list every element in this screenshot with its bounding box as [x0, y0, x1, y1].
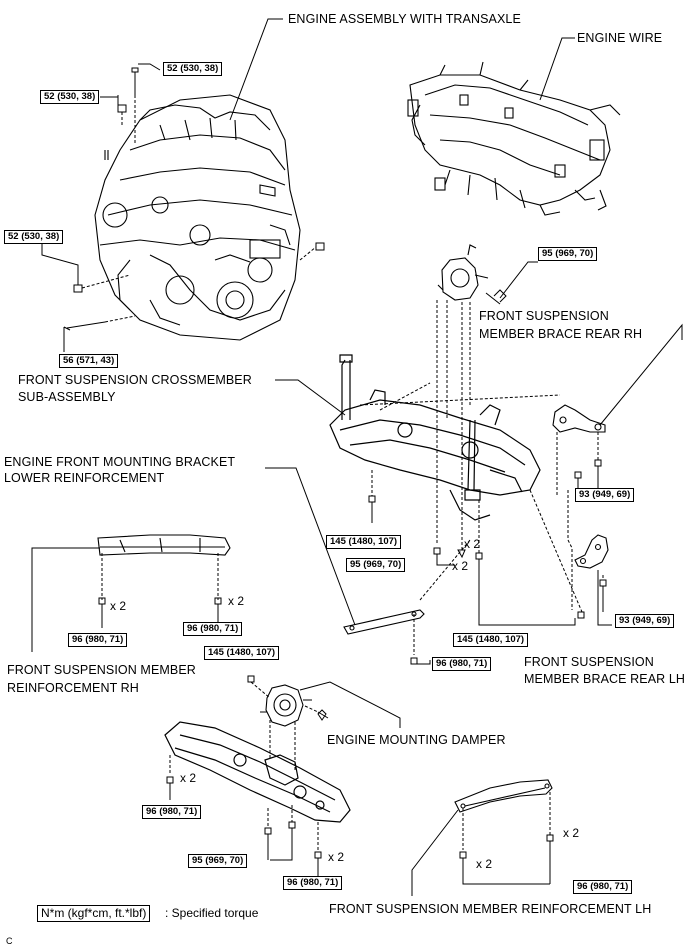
- brace-rear-lh-drawing: [574, 534, 609, 569]
- quantity-label: x 2: [476, 857, 493, 871]
- torque-label: 145 (1480, 107): [204, 646, 280, 660]
- torque-label: 93 (949, 69): [615, 614, 675, 628]
- quantity-label: x 2: [180, 771, 197, 785]
- torque-label: 96 (980, 71): [142, 805, 202, 819]
- engine-mount-upper: [437, 244, 489, 301]
- quantity-label: x 2: [228, 594, 245, 608]
- torque-label: 56 (571, 43): [59, 354, 119, 368]
- brace-rear-lh-label-line1: FRONT SUSPENSION: [524, 655, 654, 669]
- damper-label: ENGINE MOUNTING DAMPER: [327, 733, 506, 747]
- bracket-label-line1: ENGINE FRONT MOUNTING BRACKET: [4, 455, 236, 469]
- crossmember-drawing: [329, 354, 541, 521]
- torque-label: 93 (949, 69): [575, 488, 635, 502]
- reinforcement-rh-label-line2: REINFORCEMENT RH: [7, 681, 139, 695]
- torque-label: 95 (969, 70): [188, 854, 248, 868]
- bracket-lower-drawing: [343, 609, 425, 635]
- torque-label: 96 (980, 71): [68, 633, 128, 647]
- torque-label: 95 (969, 70): [346, 558, 406, 572]
- brace-rear-rh-drawing: [552, 404, 606, 433]
- lower-member-drawing: [164, 721, 351, 823]
- figure-code: C: [6, 936, 13, 946]
- quantity-label: x 2: [328, 850, 345, 864]
- torque-label: 52 (530, 38): [40, 90, 100, 104]
- damper-drawing: [260, 684, 312, 727]
- torque-label: 96 (980, 71): [573, 880, 633, 894]
- reinforcement-rh-drawing: [97, 534, 231, 556]
- legend-unit-box: N*m (kgf*cm, ft.*lbf): [37, 905, 151, 922]
- engine-wire-drawing: [407, 61, 621, 216]
- torque-label: 96 (980, 71): [432, 657, 492, 671]
- torque-label: 96 (980, 71): [283, 876, 343, 890]
- brace-rear-lh-label-line2: MEMBER BRACE REAR LH: [524, 672, 686, 686]
- engine-assembly-drawing: [94, 94, 301, 341]
- quantity-label: x 2: [563, 826, 580, 840]
- crossmember-label-line1: FRONT SUSPENSION CROSSMEMBER: [18, 373, 252, 387]
- brace-rear-rh-label-line1: FRONT SUSPENSION: [479, 309, 609, 323]
- torque-label: 145 (1480, 107): [453, 633, 529, 647]
- reinforcement-lh-label: FRONT SUSPENSION MEMBER REINFORCEMENT LH: [329, 902, 652, 916]
- torque-label: 145 (1480, 107): [326, 535, 402, 549]
- quantity-label: x 2: [452, 559, 469, 573]
- engine-wire-label: ENGINE WIRE: [577, 31, 663, 45]
- brace-rear-rh-label-line2: MEMBER BRACE REAR RH: [479, 327, 643, 341]
- quantity-label: x 2: [110, 599, 127, 613]
- crossmember-label-line2: SUB-ASSEMBLY: [18, 390, 116, 404]
- reinforcement-rh-label-line1: FRONT SUSPENSION MEMBER: [7, 663, 196, 677]
- torque-label: 96 (980, 71): [183, 622, 243, 636]
- torque-label: 52 (530, 38): [4, 230, 64, 244]
- torque-label: 95 (969, 70): [538, 247, 598, 261]
- legend-text: : Specified torque: [165, 906, 259, 920]
- engine-assembly-label: ENGINE ASSEMBLY WITH TRANSAXLE: [288, 12, 521, 26]
- engine-bolts: [41, 63, 325, 352]
- quantity-label: x 2: [464, 537, 481, 551]
- reinforcement-lh-drawing: [454, 779, 553, 813]
- torque-label: 52 (530, 38): [163, 62, 223, 76]
- bracket-label-line2: LOWER REINFORCEMENT: [4, 471, 165, 485]
